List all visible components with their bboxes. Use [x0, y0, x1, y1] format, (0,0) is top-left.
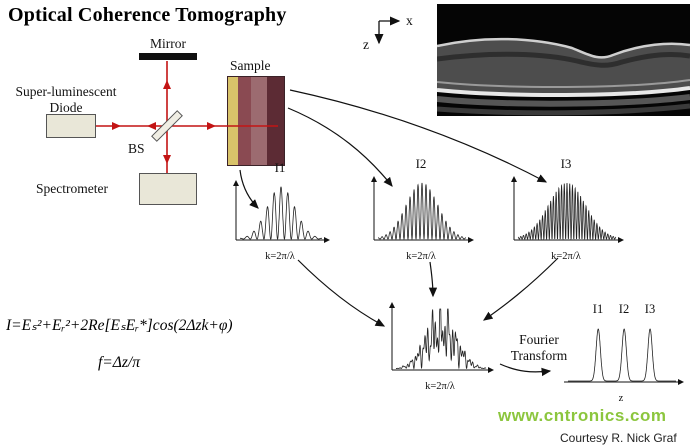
beam-arrowhead-up [163, 80, 171, 89]
plot-depth-xlabel: z [618, 393, 624, 404]
plot-depth-canvas [564, 328, 684, 385]
beam-arrowhead-right-2 [207, 122, 216, 130]
beam-splitter [151, 110, 183, 142]
arrow-sum-to-depth [499, 363, 552, 377]
plot-sum-canvas [389, 302, 494, 373]
sample-layer-1 [228, 77, 238, 165]
source-box [46, 114, 96, 138]
sample-layer-2 [238, 77, 251, 165]
plot-i3-title: I3 [560, 156, 572, 171]
sample-layer-4 [267, 77, 284, 165]
mirror [139, 53, 197, 60]
plot-sum-xlabel: k=2π/λ [425, 381, 455, 392]
plot-i3: I3 k=2π/λ [506, 156, 626, 262]
mirror-label: Mirror [150, 36, 186, 51]
fourier-transform-label: Fourier Transform [510, 332, 568, 363]
intensity-equation: I=Eₛ²+Eᵣ²+2Re[EₛEᵣ*]cos(2Δzk+φ) [6, 317, 233, 334]
oct-scan-svg [436, 4, 690, 116]
beam-arrowhead-down [163, 155, 171, 164]
frequency-equation: f=Δz/π [98, 354, 140, 371]
beam-arrowhead-right-1 [112, 122, 121, 130]
beam-splitter-label: BS [128, 141, 145, 156]
plot-i1-xlabel: k=2π/λ [265, 251, 295, 262]
plot-depth-peak2-label: I2 [618, 302, 630, 316]
plot-i1-title: I1 [274, 160, 286, 175]
beam-arrowhead-left [147, 122, 156, 130]
watermark: www.cntronics.com [498, 406, 667, 425]
plot-i3-xlabel: k=2π/λ [551, 251, 581, 262]
oct-scan-image [436, 4, 690, 116]
arrow-i2-to-sum [428, 261, 438, 298]
sample-layer-3 [251, 77, 267, 165]
plot-i1-canvas [233, 180, 330, 243]
plot-i2-canvas [371, 176, 474, 243]
sample-label: Sample [230, 58, 271, 73]
plot-depth-peak1-label: I1 [592, 302, 604, 316]
credit-text: Courtesy R. Nick Graf [560, 431, 677, 445]
spectrometer-box [139, 173, 197, 205]
page-title: Optical Coherence Tomography [8, 4, 287, 26]
plot-depth-peak3-label: I3 [644, 302, 656, 316]
plot-i3-canvas [511, 176, 624, 243]
arrow-i1-to-sum [297, 259, 386, 327]
plot-depth: I1 I2 I3 z [556, 302, 686, 404]
plot-i2-xlabel: k=2π/λ [406, 251, 436, 262]
z-axis-gizmo-label: z [363, 37, 369, 52]
x-axis-gizmo-label: x [406, 13, 413, 28]
plot-i2: I2 k=2π/λ [366, 156, 476, 262]
source-label: Super-luminescent Diode [15, 84, 117, 115]
plot-i1: I1 k=2π/λ [228, 160, 332, 262]
sample [227, 76, 285, 166]
plot-sum: k=2π/λ [384, 298, 496, 392]
plot-i2-title: I2 [415, 156, 427, 171]
spectrometer-label: Spectrometer [36, 181, 108, 196]
